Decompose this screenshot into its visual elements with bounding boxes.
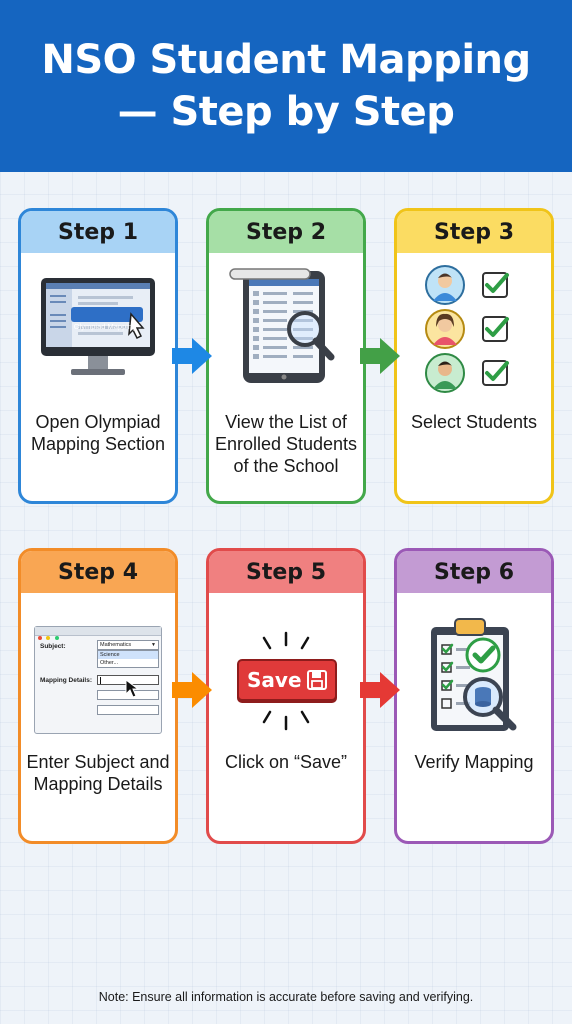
step-6-card: Step 6 xyxy=(394,548,554,844)
step-4-card: Step 4 Subject: Mathematics ▼ Science Ot… xyxy=(18,548,178,844)
mapping-details-input xyxy=(97,705,159,715)
subject-select: Mathematics ▼ xyxy=(97,640,159,650)
tablet-student-list-icon xyxy=(209,263,363,393)
step-5-card: Step 5 Save Click on “Save” xyxy=(206,548,366,844)
arrow-right-icon xyxy=(172,338,212,374)
clipboard-verify-icon xyxy=(397,611,551,741)
step-2-card: Step 2 View the List of Enrolled Student… xyxy=(206,208,366,504)
step-1-label: Open Olympiad Mapping Section xyxy=(30,412,166,454)
step-4-label: Enter Subject and Mapping Details xyxy=(26,752,170,794)
form-window-illustration: Subject: Mathematics ▼ Science Other... … xyxy=(21,625,175,735)
footer-note: Note: Ensure all information is accurate… xyxy=(98,990,474,1004)
page-header: NSO Student Mapping — Step by Step xyxy=(0,0,572,172)
subject-dropdown-list: Science Other... xyxy=(97,650,159,668)
step-5-label: Click on “Save” xyxy=(224,752,348,772)
subject-label: Subject: xyxy=(40,643,66,650)
monitor-icon: Olympiad Mapping xyxy=(21,263,175,393)
click-burst-icon xyxy=(262,631,310,731)
step-6-label: Verify Mapping xyxy=(414,752,534,772)
step-2-label: View the List of Enrolled Students of th… xyxy=(214,412,358,476)
save-button-illustration: Save xyxy=(209,625,363,735)
page-title-line-2: — Step by Step xyxy=(117,89,455,135)
step-6-heading: Step 6 xyxy=(397,551,551,593)
step-5-heading: Step 5 xyxy=(209,551,363,593)
dropdown-option: Science xyxy=(98,651,158,659)
arrow-right-icon xyxy=(172,672,212,708)
step-4-heading: Step 4 xyxy=(21,551,175,593)
save-button: Save xyxy=(237,659,337,701)
student-avatar-icon xyxy=(425,265,465,305)
arrow-right-icon xyxy=(360,672,400,708)
floppy-disk-icon xyxy=(307,670,327,690)
page-title-line-1: NSO Student Mapping xyxy=(41,37,531,83)
save-button-label: Save xyxy=(247,668,302,692)
step-3-card: Step 3 xyxy=(394,208,554,504)
step-3-heading: Step 3 xyxy=(397,211,551,253)
student-select-icons xyxy=(397,263,551,393)
student-avatar-icon xyxy=(425,353,465,393)
step-1-card: Step 1 Olympiad Mapping Open Olympiad Ma… xyxy=(18,208,178,504)
student-avatar-icon xyxy=(425,309,465,349)
arrow-right-icon xyxy=(360,338,400,374)
mapping-details-label: Mapping Details: xyxy=(40,677,93,684)
step-3-label: Select Students xyxy=(410,412,538,432)
chevron-down-icon: ▼ xyxy=(151,642,156,648)
mouse-pointer-icon xyxy=(125,679,140,698)
dropdown-option: Other... xyxy=(100,660,119,666)
olympiad-mapping-screen-button: Olympiad Mapping xyxy=(73,322,137,331)
checkbox-checked-icon xyxy=(482,272,509,386)
step-1-heading: Step 1 xyxy=(21,211,175,253)
step-2-heading: Step 2 xyxy=(209,211,363,253)
subject-select-value: Mathematics xyxy=(100,642,132,648)
